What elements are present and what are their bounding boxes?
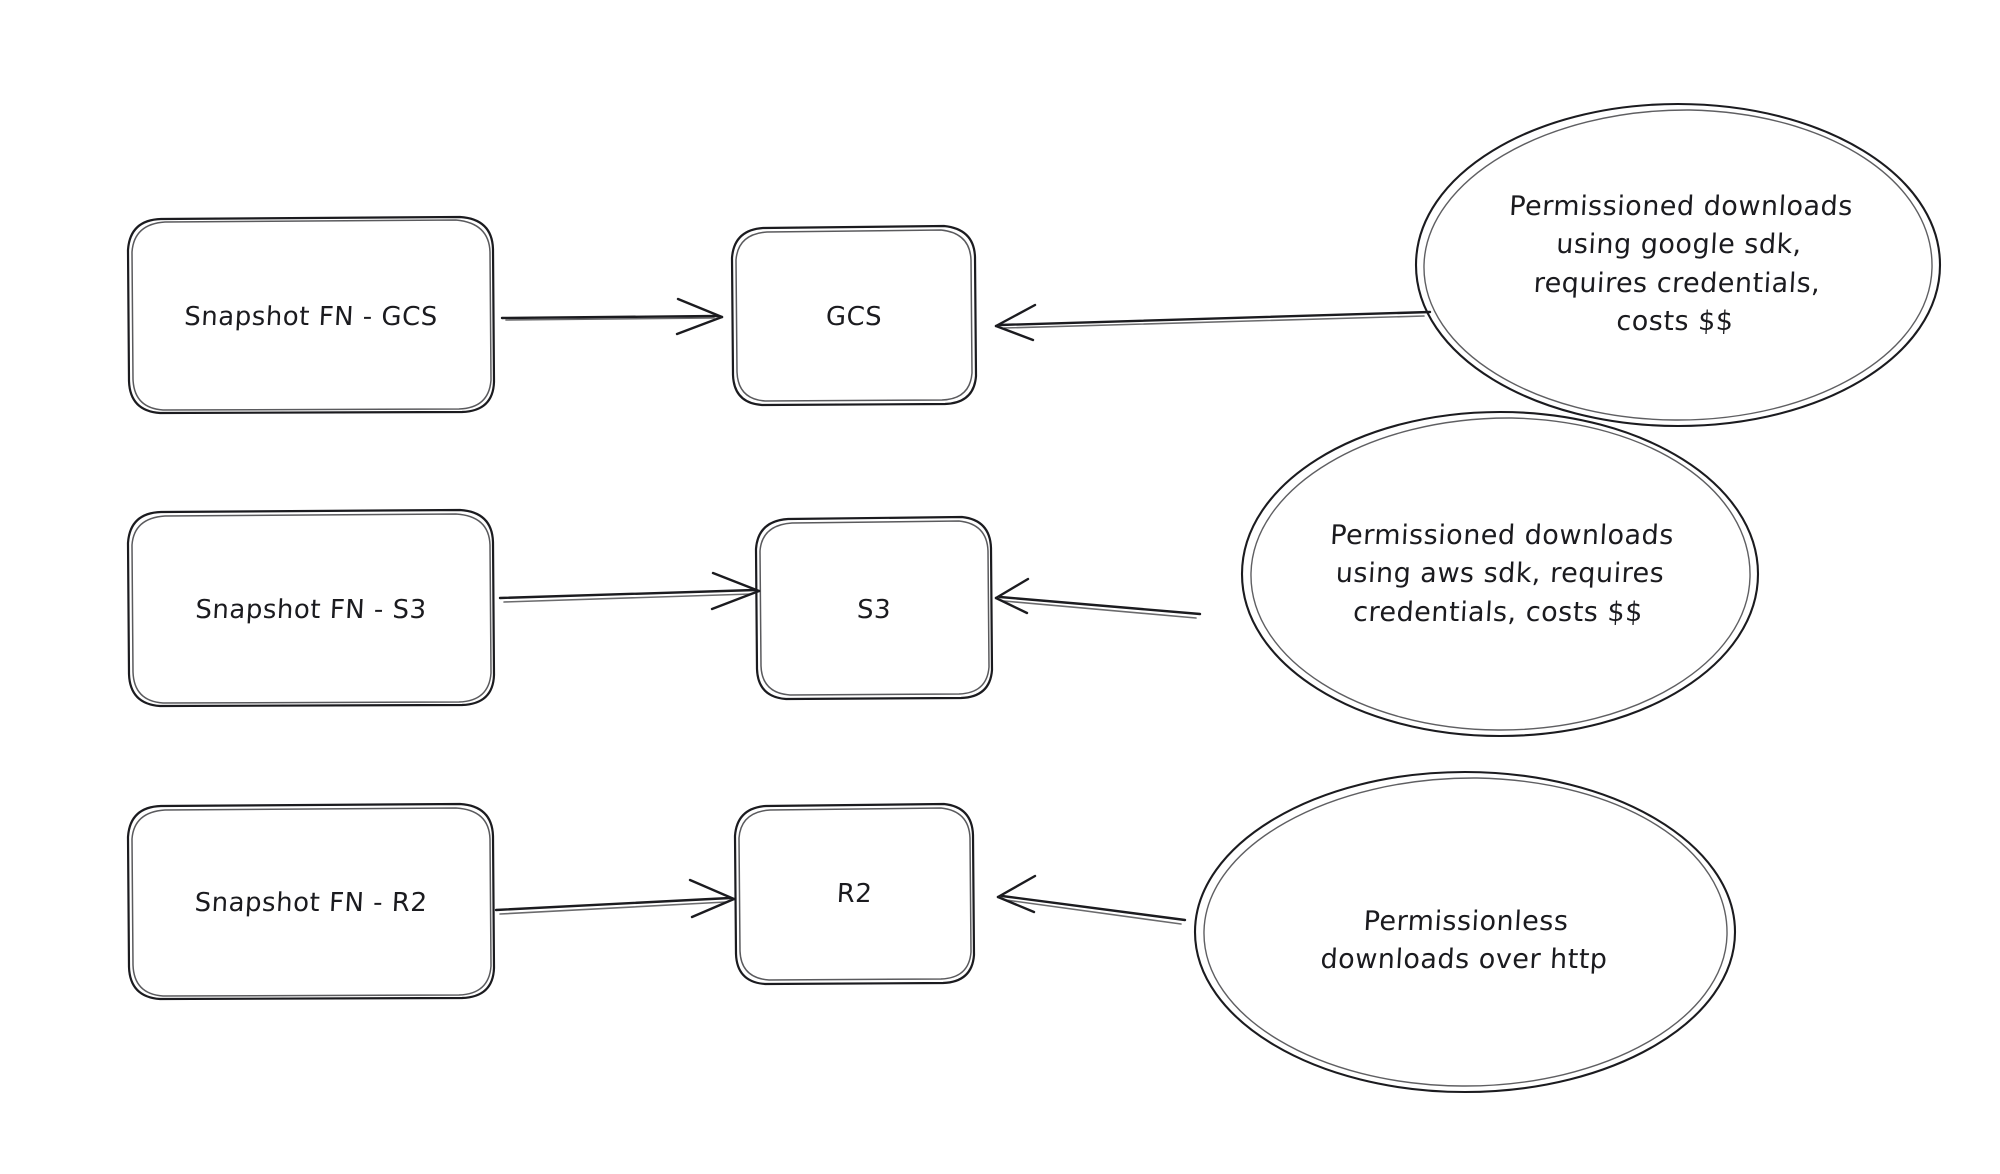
target-box-r2[interactable] (733, 802, 976, 986)
arrow-note-to-s3 (994, 577, 1202, 619)
arrow-source-to-gcs (500, 297, 724, 336)
source-box-s3[interactable] (126, 508, 496, 708)
source-box-gcs[interactable] (126, 215, 496, 415)
target-box-gcs[interactable] (730, 224, 978, 407)
arrow-source-to-s3 (498, 571, 761, 611)
arrow-note-to-gcs (994, 303, 1432, 342)
note-ellipse-s3[interactable] (1240, 410, 1760, 738)
arrow-note-to-r2 (996, 874, 1187, 925)
target-box-s3[interactable] (754, 515, 994, 701)
note-ellipse-r2[interactable] (1193, 770, 1737, 1094)
note-ellipse-gcs[interactable] (1414, 102, 1942, 428)
arrow-source-to-r2 (494, 878, 736, 919)
source-box-r2[interactable] (126, 802, 496, 1001)
